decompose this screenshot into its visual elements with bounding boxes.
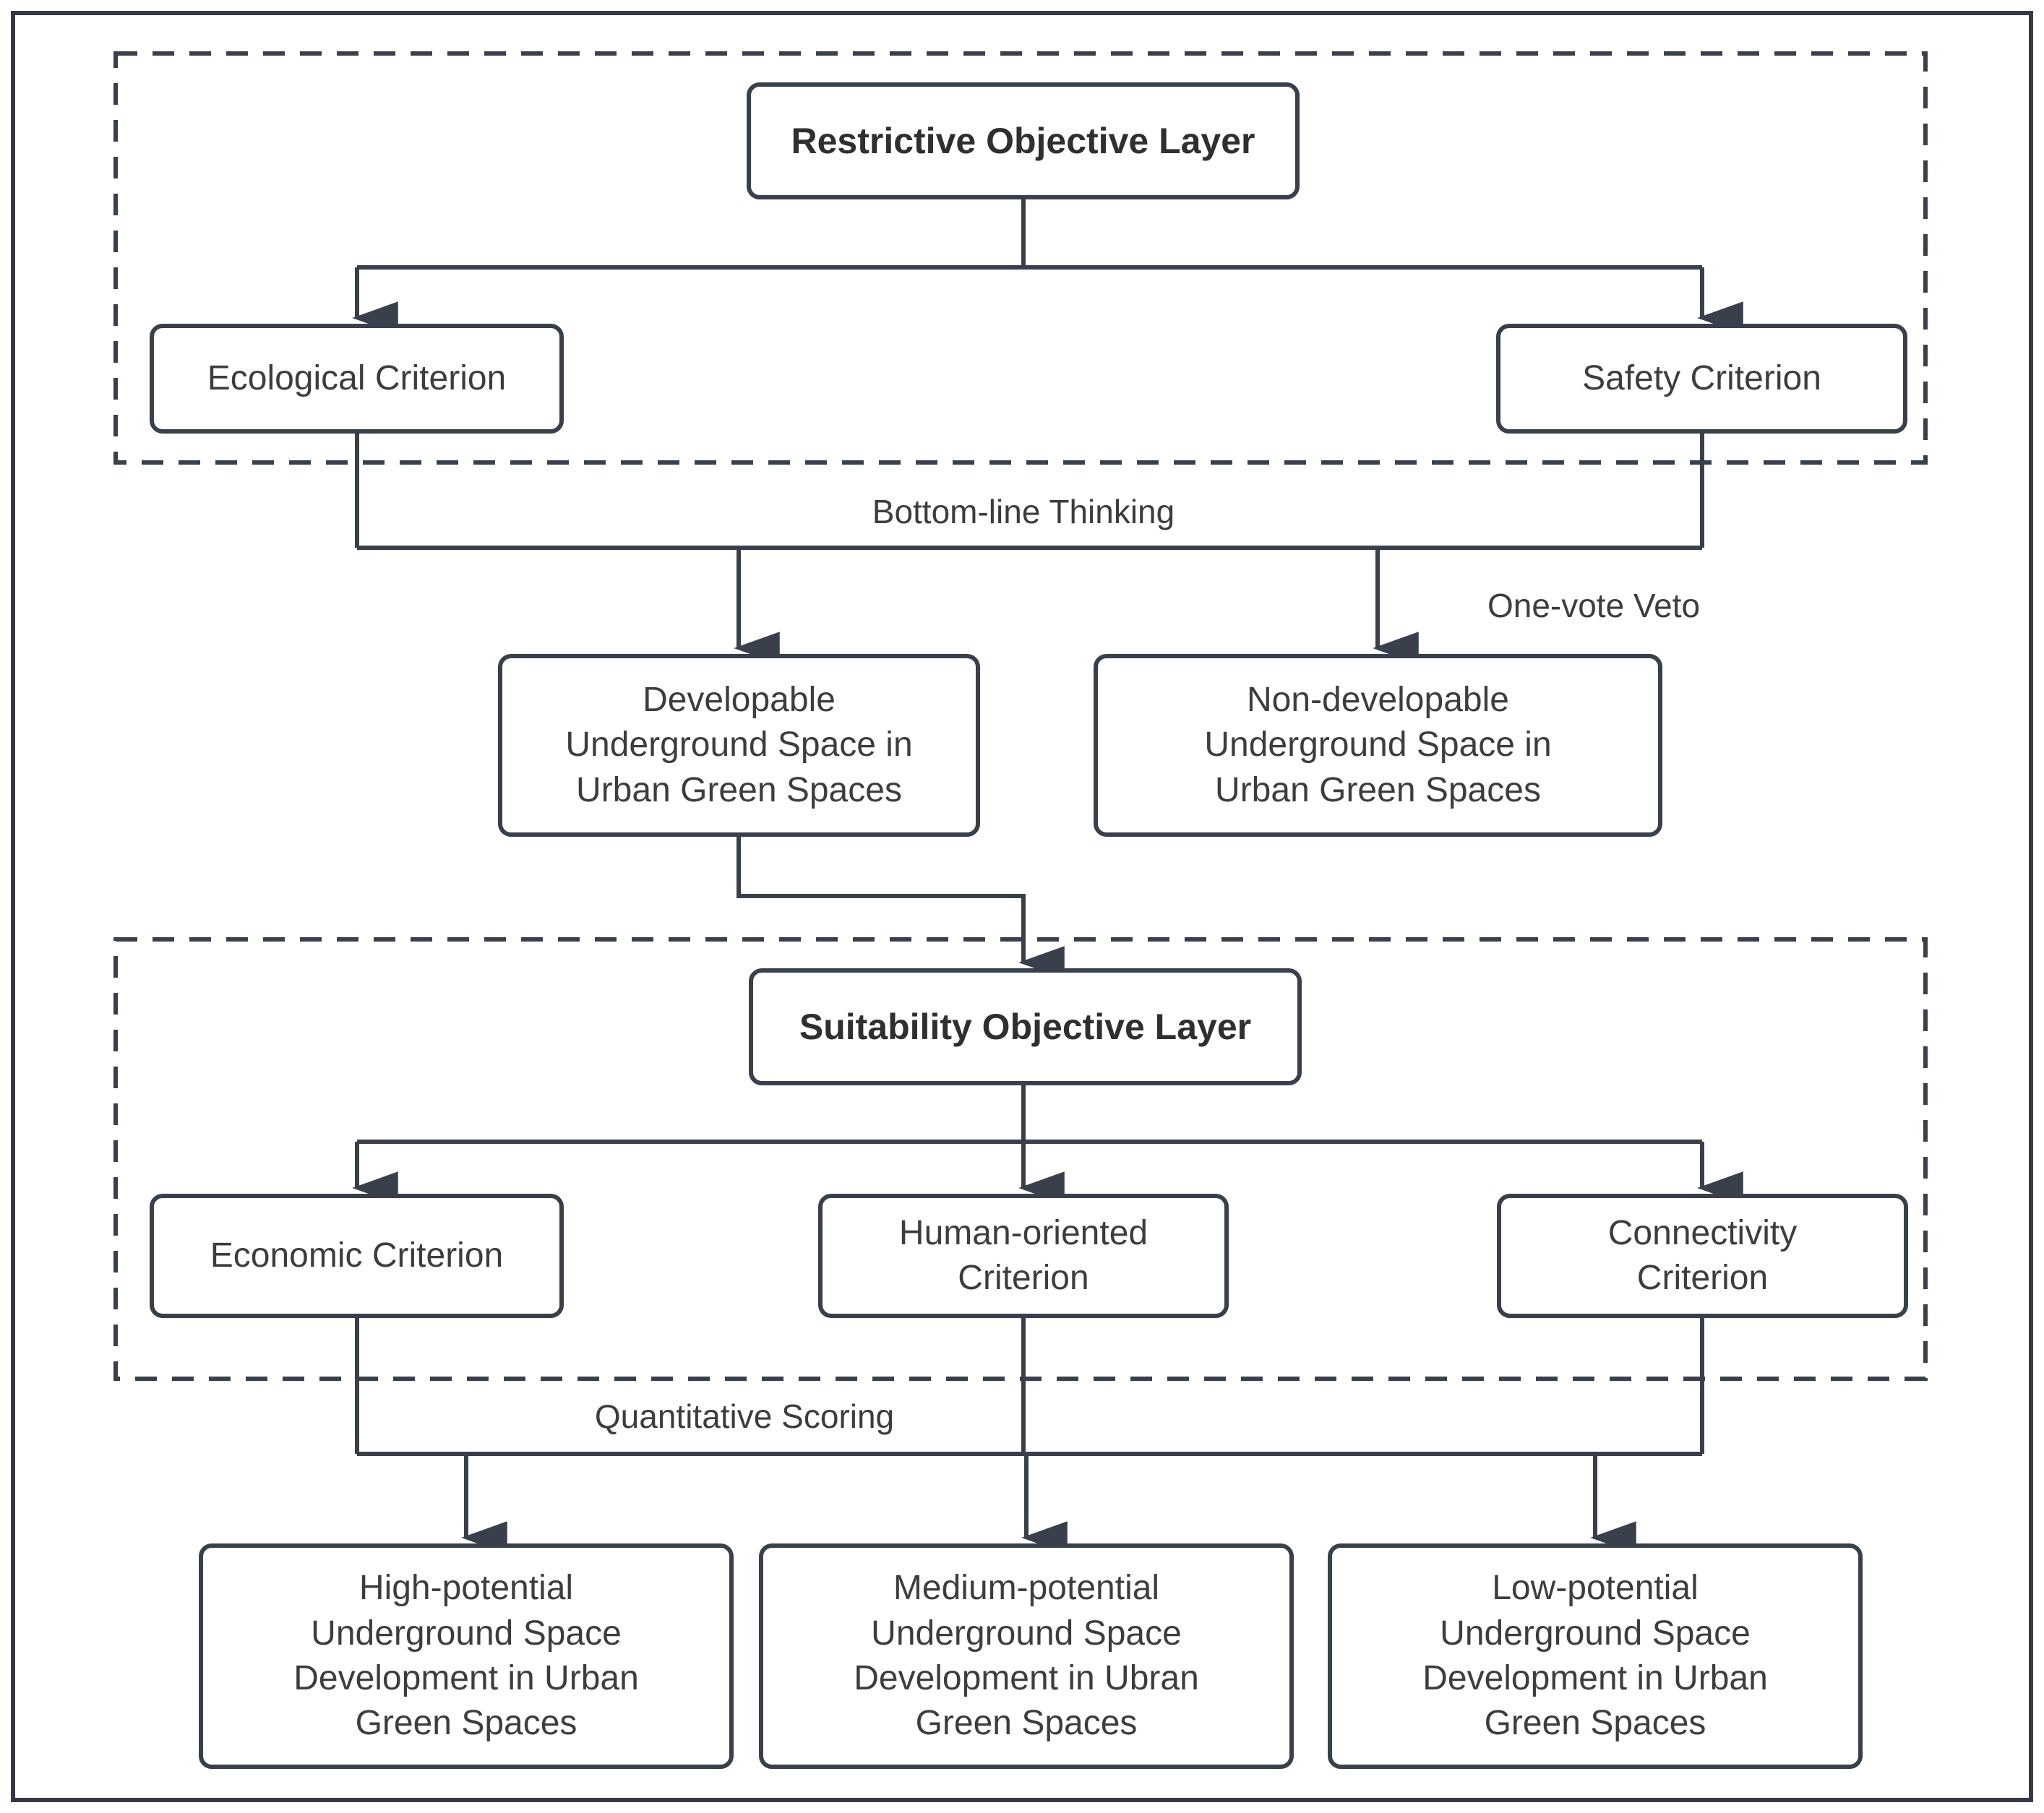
- node-restrictive-objective-layer: Restrictive Objective Layer: [747, 82, 1300, 199]
- node-safety-criterion-label: Safety Criterion: [1582, 358, 1821, 397]
- edge-label-one-vote-veto: One-vote Veto: [1487, 587, 1701, 624]
- node-human-oriented-criterion-label: Human-oriented Criterion: [898, 1213, 1148, 1297]
- node-safety-criterion: Safety Criterion: [1496, 324, 1907, 434]
- edges: [352, 199, 1743, 1554]
- edge-label-bottom-line-thinking: Bottom-line Thinking: [872, 493, 1175, 530]
- node-suitability-objective-layer-label: Suitability Objective Layer: [799, 1006, 1252, 1047]
- node-medium-potential: Medium-potential Underground Space Devel…: [759, 1543, 1294, 1769]
- node-economic-criterion: Economic Criterion: [150, 1194, 564, 1318]
- node-high-potential: High-potential Underground Space Develop…: [199, 1543, 734, 1769]
- node-non-developable-space-label: Non-developable Underground Space in Urb…: [1204, 680, 1552, 809]
- node-human-oriented-criterion: Human-oriented Criterion: [818, 1194, 1229, 1318]
- node-non-developable-space: Non-developable Underground Space in Urb…: [1094, 654, 1662, 837]
- suitability-group-border: [113, 937, 1928, 1381]
- node-developable-space-label: Developable Underground Space in Urban G…: [565, 680, 913, 809]
- node-ecological-criterion: Ecological Criterion: [150, 324, 564, 434]
- node-low-potential-label: Low-potential Underground Space Developm…: [1422, 1569, 1768, 1743]
- restrictive-group-border: [113, 51, 1928, 465]
- node-economic-criterion-label: Economic Criterion: [210, 1236, 504, 1275]
- node-developable-space: Developable Underground Space in Urban G…: [498, 654, 980, 837]
- node-ecological-criterion-label: Ecological Criterion: [207, 358, 507, 397]
- node-connectivity-criterion: Connectivity Criterion: [1497, 1194, 1908, 1318]
- node-connectivity-criterion-label: Connectivity Criterion: [1607, 1213, 1798, 1297]
- node-restrictive-objective-layer-label: Restrictive Objective Layer: [791, 120, 1255, 161]
- outer-frame: [11, 11, 2033, 1802]
- node-low-potential: Low-potential Underground Space Developm…: [1328, 1543, 1863, 1769]
- node-medium-potential-label: Medium-potential Underground Space Devel…: [854, 1569, 1199, 1743]
- edge-label-quantitative-scoring: Quantitative Scoring: [594, 1398, 895, 1435]
- node-suitability-objective-layer: Suitability Objective Layer: [749, 968, 1302, 1085]
- node-high-potential-label: High-potential Underground Space Develop…: [293, 1569, 639, 1743]
